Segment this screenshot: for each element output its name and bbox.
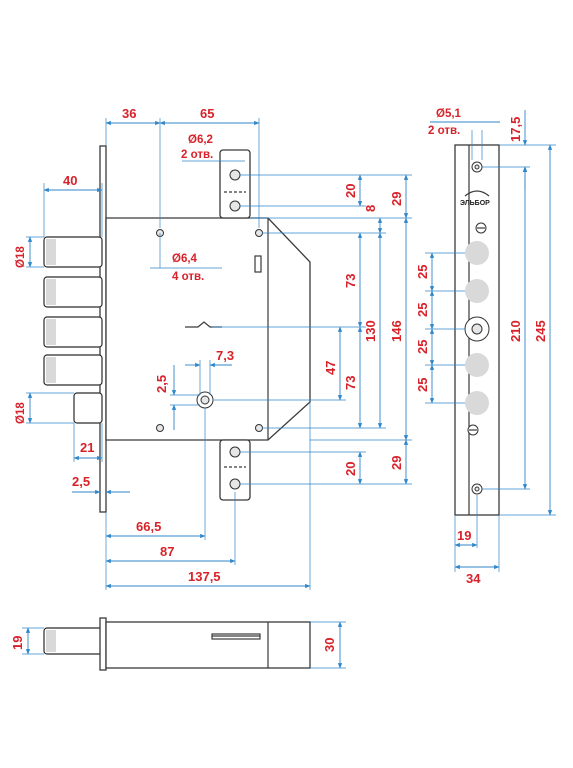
dim-2-5-spindle: 2,5 — [154, 375, 169, 393]
dim-18-top: Ø18 — [15, 246, 27, 268]
top-tab-hole-lower — [229, 200, 241, 212]
brand-logo: ЭЛЬБОР — [460, 190, 490, 207]
dim-29-bottom: 29 — [389, 456, 404, 470]
latch-bolt — [73, 392, 103, 424]
dim-25-b: 25 — [415, 303, 430, 317]
bolt-1 — [43, 236, 103, 268]
dim-6-2-holes: 2 отв. — [181, 149, 213, 161]
bolt-group — [43, 236, 103, 424]
dim-137-5: 137,5 — [188, 569, 221, 584]
bolt-3 — [43, 316, 103, 348]
case-hole-bl — [156, 424, 164, 432]
dim-25-a: 25 — [415, 265, 430, 279]
case-slot — [254, 255, 262, 273]
dim-2-5-faceplate: 2,5 — [72, 474, 90, 489]
top-mounting-tab — [219, 149, 251, 219]
dim-7-3: 7,3 — [216, 348, 234, 363]
dim-19-side: 19 — [10, 636, 25, 650]
dim-17-5: 17,5 — [508, 117, 523, 142]
dim-47: 47 — [323, 361, 338, 375]
dim-65: 65 — [200, 106, 214, 121]
bottom-tab-hole-lower — [229, 478, 241, 490]
dim-21: 21 — [80, 440, 94, 455]
case-hole-tr — [255, 229, 263, 237]
dim-6-2: Ø6,2 — [188, 134, 213, 146]
dim-18-bottom: Ø18 — [15, 402, 27, 424]
dim-20-bottom: 20 — [343, 462, 358, 476]
dim-34: 34 — [466, 571, 481, 586]
dim-87: 87 — [160, 544, 174, 559]
faceplate-dimensions: Ø5,1 2 отв. 17,5 25 25 25 25 210 245 — [415, 108, 556, 586]
case-hole-br — [255, 424, 263, 432]
side-case — [105, 621, 311, 669]
dim-19-faceplate: 19 — [457, 528, 471, 543]
bolt-4 — [43, 354, 103, 386]
dim-130: 130 — [363, 320, 378, 342]
dim-73-lower: 73 — [343, 376, 358, 390]
bolt-2 — [43, 276, 103, 308]
dim-5-1-holes: 2 отв. — [428, 125, 460, 137]
dim-6-4: Ø6,4 — [172, 253, 198, 265]
side-view — [43, 617, 311, 671]
faceplate-bolt-4 — [465, 391, 489, 415]
dim-25-d: 25 — [415, 378, 430, 392]
dim-25-c: 25 — [415, 340, 430, 354]
faceplate-view: ЭЛЬБОР — [454, 144, 500, 516]
dim-29-top: 29 — [389, 192, 404, 206]
dim-73-upper: 73 — [343, 274, 358, 288]
dim-30: 30 — [322, 638, 337, 652]
front-view — [43, 145, 311, 513]
side-view-dimensions: 19 30 — [10, 621, 346, 669]
dim-20-top: 20 — [343, 184, 358, 198]
faceplate-bolt-2 — [465, 279, 489, 303]
dim-210: 210 — [508, 320, 523, 342]
dim-40: 40 — [63, 173, 77, 188]
front-view-dimensions: 36 65 Ø6,2 2 отв. 40 Ø18 Ø6,4 4 отв. Ø18… — [15, 106, 412, 590]
bottom-tab-hole-upper — [229, 446, 241, 458]
dim-146: 146 — [389, 320, 404, 342]
dim-5-1: Ø5,1 — [436, 108, 462, 120]
top-tab-hole-upper — [229, 169, 241, 181]
brand-logo-text: ЭЛЬБОР — [460, 200, 490, 207]
dim-8: 8 — [363, 205, 378, 212]
dim-36: 36 — [122, 106, 136, 121]
dim-66-5: 66,5 — [136, 519, 161, 534]
dim-245: 245 — [533, 320, 548, 342]
faceplate-bolt-1 — [465, 241, 489, 265]
side-faceplate — [99, 617, 107, 671]
dim-6-4-holes: 4 отв. — [172, 271, 204, 283]
faceplate-bolt-3 — [465, 353, 489, 377]
